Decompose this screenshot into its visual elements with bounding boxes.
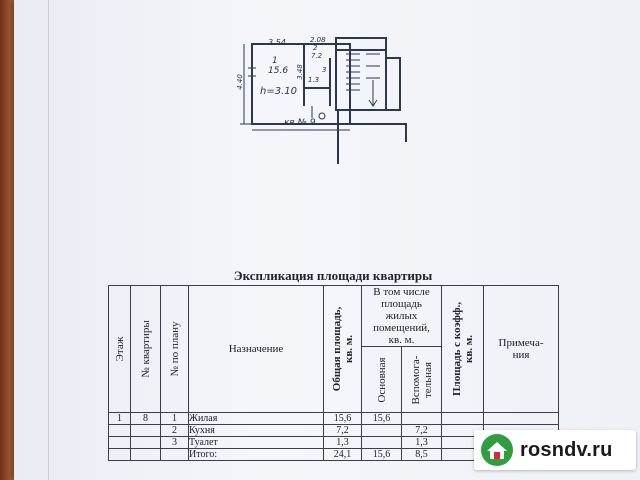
header-apartment-no: № квартиры — [130, 285, 161, 413]
cell-apartment: 8 — [130, 412, 161, 425]
cell-apartment — [130, 424, 161, 437]
header-aux: Вспомога-тельная — [400, 346, 443, 413]
table-caption: Экспликация площади квартиры — [233, 268, 433, 283]
cell-aux: 8,5 — [400, 448, 443, 461]
header-plan-no: № по плану — [160, 285, 189, 413]
cell-floor — [108, 436, 131, 449]
cell-plan-no: 3 — [160, 436, 189, 449]
cell-total: 24,1 — [323, 448, 362, 461]
cell-floor — [108, 424, 131, 437]
cell-floor: 1 — [108, 412, 131, 425]
header-total-area: Общая площадь,кв. м. — [323, 285, 362, 413]
cell-plan-no: 2 — [160, 424, 189, 437]
table-row: 1 8 1 Жилая 15,6 15,6 — [108, 412, 560, 425]
header-notes: Примеча-ния — [483, 285, 560, 413]
cell-aux: 1,3 — [400, 436, 443, 449]
cell-purpose: Жилая — [188, 412, 324, 425]
cell-floor — [108, 448, 131, 461]
margin-line — [48, 0, 49, 480]
room1-width-label: 3.54 — [268, 38, 286, 47]
ceiling-height-label: h=3.10 — [260, 86, 297, 97]
cell-aux — [400, 412, 443, 425]
header-living-area-group: В том числе площадь жилых помещений, кв.… — [360, 285, 443, 347]
header-row: Этаж № квартиры № по плану Назначение Об… — [108, 285, 560, 413]
site-watermark[interactable]: rosndv.ru — [474, 430, 636, 470]
watermark-site-name: rosndv.ru — [520, 438, 613, 461]
room3-number-label: 3 — [322, 66, 327, 74]
cell-plan-no: 1 — [160, 412, 189, 425]
house-icon — [481, 434, 513, 466]
header-purpose: Назначение — [188, 285, 324, 413]
room1-number-label: 1 — [272, 56, 278, 66]
floor-plan: 3.54 1 15.6 h=3.10 2.08 2 7.2 3 1.3 кв №… — [230, 18, 430, 168]
cell-total: 7,2 — [323, 424, 362, 437]
cell-plan-no — [160, 448, 189, 461]
cell-apartment — [130, 448, 161, 461]
header-floor: Этаж — [108, 285, 131, 413]
dim-left-label: 4.40 — [235, 74, 244, 90]
dim-mid-label: 3.48 — [295, 64, 304, 80]
cell-main: 15,6 — [361, 412, 402, 425]
cell-purpose: Итого: — [188, 448, 324, 461]
cell-aux: 7,2 — [400, 424, 443, 437]
floor-plan-drawing — [240, 37, 407, 164]
room2-area-label: 7.2 — [311, 52, 323, 60]
header-main: Основная — [361, 346, 402, 413]
cell-coef — [441, 412, 485, 425]
cell-purpose: Туалет — [188, 436, 324, 449]
cell-main: 15,6 — [361, 448, 402, 461]
cell-total: 1,3 — [323, 436, 362, 449]
room3-area-label: 1.3 — [308, 76, 320, 84]
subheader-row: Основная Вспомога-тельная — [109, 346, 559, 413]
room2-width-label: 2.08 — [310, 36, 326, 44]
apartment-number-label: кв № 9 — [284, 118, 316, 128]
room2-number-label: 2 — [313, 44, 318, 52]
cell-main — [361, 436, 402, 449]
header-coef-area: Площадь с коэфф.,кв. м. — [441, 285, 485, 413]
cell-apartment — [130, 436, 161, 449]
table-surface — [0, 0, 16, 480]
room1-area-label: 15.6 — [268, 66, 289, 76]
cell-total: 15,6 — [323, 412, 362, 425]
cell-main — [361, 424, 402, 437]
cell-note — [483, 412, 560, 425]
cell-purpose: Кухня — [188, 424, 324, 437]
